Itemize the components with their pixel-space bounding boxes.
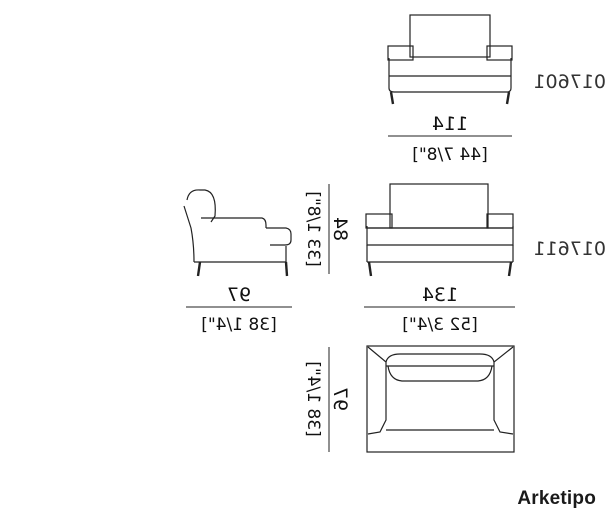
model-code-017601: 017601 [533, 71, 606, 93]
depth-dimension-top-view: 97 [38 1/4"] [303, 347, 351, 452]
height-inches: [33 1/8"] [303, 191, 323, 266]
height-dimension: 84 [33 1/8"] [303, 184, 351, 274]
width-dimension-017601: 114 [44 7/8"] [388, 113, 512, 165]
width-value-017611: 134 [422, 284, 458, 306]
armchair-017611-side-view [183, 189, 292, 277]
height-value: 84 [329, 217, 351, 241]
depth-value-side-view: 97 [227, 284, 251, 306]
brand-logo: Arketipo [517, 488, 596, 509]
width-dimension-017611: 134 [52 3/4"] [364, 284, 515, 335]
model-code-017611: 017611 [533, 238, 606, 260]
width-inches-017611: [52 3/4"] [402, 315, 477, 335]
depth-inches-side-view: [38 1/4"] [201, 315, 276, 335]
depth-value-top-view: 97 [329, 387, 351, 411]
armchair-017601-front-view [387, 14, 513, 105]
armchair-017611-front-view [365, 183, 514, 277]
width-inches-017601: [44 7/8"] [412, 145, 487, 165]
width-value-017601: 114 [432, 113, 468, 135]
depth-dimension-side-view: 97 [38 1/4"] [186, 284, 292, 335]
armchair-017611-top-view [366, 345, 515, 453]
depth-inches-top-view: [38 1/4"] [303, 361, 323, 436]
